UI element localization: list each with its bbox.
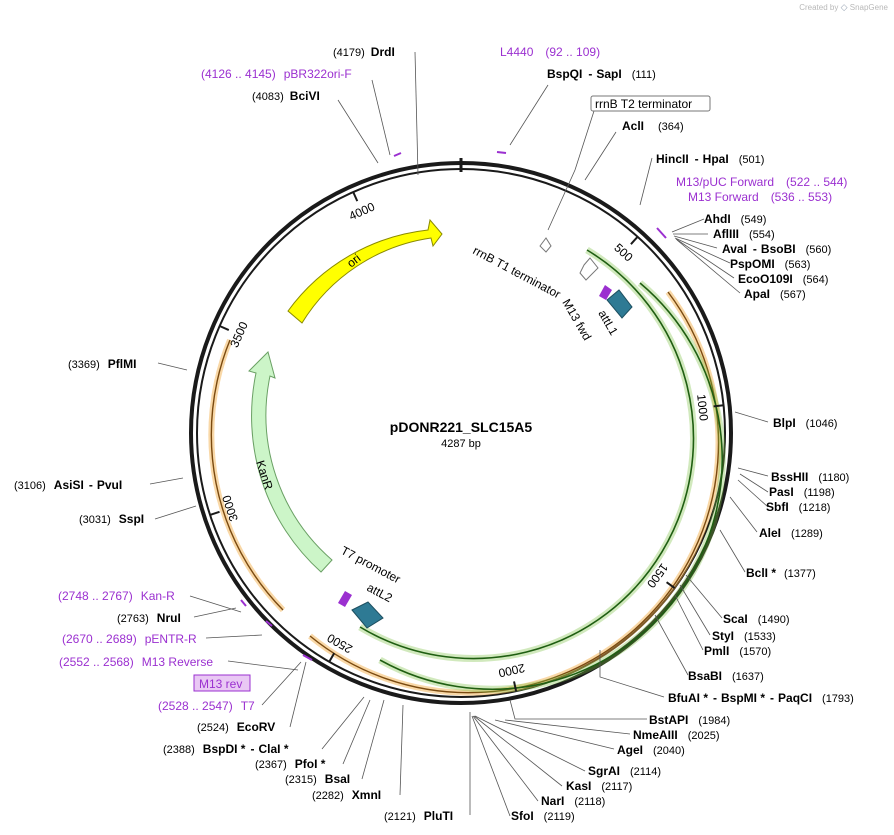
enzyme-afliii: AflIII(554) — [713, 227, 775, 241]
enzyme-sfoi: SfoI(2119) — [511, 809, 575, 823]
enzyme-pspomi: PspOMI(563) — [730, 257, 810, 271]
scale-tick-mark — [630, 236, 639, 245]
enzyme-bspqi-sapi: BspQI-SapI(111) — [547, 67, 656, 81]
enzyme-agei: AgeI(2040) — [617, 743, 685, 757]
enzyme-acli: AclI(364) — [622, 119, 684, 133]
rrnb-t1-arrow — [579, 257, 599, 281]
enzyme-apai: ApaI(567) — [744, 287, 806, 301]
ori-arrow — [287, 218, 443, 324]
enzyme-bfuai-bspmi-paqci: BfuAI *-BspMI *-PaqCI(1793) — [668, 691, 854, 705]
primer-pbr322ori-f: (4126 .. 4145)pBR322ori-F — [201, 67, 352, 81]
primer-pentr-r: (2670 .. 2689)pENTR-R — [62, 632, 197, 646]
enzyme-sspi: (3031)SspI — [79, 512, 144, 526]
scale-tick-label: 2000 — [497, 661, 526, 680]
enzyme-pmli: PmlI(1570) — [704, 644, 771, 658]
enzyme-bstapi: BstAPI(1984) — [649, 713, 730, 727]
orange-feature-left-line — [210, 339, 284, 611]
m13-fwd-mark — [599, 285, 612, 300]
scale-tick-mark — [352, 191, 359, 202]
t7-promoter-mark — [338, 591, 352, 607]
scale-tick-label: 3500 — [227, 319, 251, 349]
green-feature-inner-line — [359, 249, 695, 660]
enzyme-nari: NarI(2118) — [541, 794, 605, 808]
rrnb-t2-box: rrnB T2 terminator — [590, 95, 711, 112]
enzyme-bsai: (2315)BsaI — [285, 772, 350, 786]
primer-m13-forward: M13 Forward(536 .. 553) — [688, 190, 832, 204]
enzyme-hincii-hpai: HincII-HpaI(501) — [656, 152, 764, 166]
primer-m13-puc-forward: M13/pUC Forward(522 .. 544) — [676, 175, 847, 189]
scale-tick-mark — [209, 510, 220, 516]
enzyme-pluti: (2121)PluTI — [384, 809, 453, 823]
rrnb-t2-label: rrnB T2 terminator — [595, 97, 692, 111]
enzyme-asisi-pvui: (3106)AsiSI-PvuI — [14, 478, 122, 492]
primer-l4440: L4440(92 .. 109) — [500, 45, 600, 59]
enzyme-labels: (4179)DrdI (4083)BciVI BspQI-SapI(111) A… — [14, 45, 854, 823]
scale-tick-mark — [666, 581, 676, 589]
enzyme-blpi: BlpI(1046) — [773, 416, 837, 430]
enzyme-drdi: (4179)DrdI — [333, 45, 395, 59]
enzyme-kasi: KasI(2117) — [566, 779, 632, 793]
enzyme-alei: AleI(1289) — [759, 526, 823, 540]
snapgene-credit: Created by ◇ SnapGene — [799, 2, 888, 13]
leader-lines — [149, 51, 769, 817]
primer-marks — [240, 151, 667, 661]
scale-tick-mark — [513, 681, 518, 692]
enzyme-ecorv: (2524)EcoRV — [197, 720, 275, 734]
enzyme-sbfi: SbfI(1218) — [766, 500, 830, 514]
enzyme-sgrai: SgrAI(2114) — [588, 764, 661, 778]
scale-tick-label: 1000 — [694, 393, 711, 421]
green-feature-outer-line — [379, 282, 723, 690]
kanr-arrow — [248, 351, 333, 573]
enzyme-ahdi: AhdI(549) — [704, 212, 766, 226]
scale-tick-mark — [219, 325, 230, 331]
enzyme-ecoo109i: EcoO109I(564) — [738, 272, 828, 286]
scale-tick-mark — [713, 404, 724, 408]
enzyme-nrui: (2763)NruI — [117, 611, 181, 625]
attl2-label: attL2 — [365, 580, 395, 605]
attl2-arrow — [351, 601, 384, 629]
attl1-arrow — [606, 289, 633, 319]
green-feature-inner — [358, 247, 697, 662]
primer-m13-rev-box: M13 rev — [193, 674, 251, 692]
rrnb-t1-label: rrnB T1 terminator — [471, 243, 563, 301]
enzyme-nmeaiii: NmeAIII(2025) — [633, 728, 719, 742]
enzyme-pflmi: (3369)PflMI — [68, 357, 136, 371]
credit-brand: SnapGene — [849, 3, 888, 12]
enzyme-bspdi-clai: (2388)BspDI *-ClaI * — [163, 742, 289, 756]
credit-prefix: Created by — [799, 3, 839, 12]
enzyme-bcli: BclI *(1377) — [746, 566, 816, 580]
snapgene-logo-icon: ◇ — [840, 2, 848, 12]
m13-fwd-label: M13 fwd — [559, 297, 594, 343]
enzyme-avai-bsobi: AvaI-BsoBI(560) — [722, 242, 831, 256]
primer-labels: (4126 .. 4145)pBR322ori-F L4440(92 .. 10… — [58, 45, 847, 713]
primer-m13-rev: M13 rev — [199, 677, 242, 691]
enzyme-bcivi: (4083)BciVI — [252, 89, 320, 103]
enzyme-styi: StyI(1533) — [712, 629, 776, 643]
rrnb-t2-arrow — [539, 237, 552, 253]
enzyme-pfoi: (2367)PfoI * — [255, 757, 326, 771]
enzyme-xmni: (2282)XmnI — [312, 788, 381, 802]
enzyme-bsabi: BsaBI(1637) — [688, 669, 764, 683]
scale-tick-label: 4000 — [347, 199, 377, 223]
enzyme-scai: ScaI(1490) — [723, 612, 789, 626]
enzyme-bsshii: BssHII(1180) — [771, 470, 849, 484]
plasmid-name: pDONR221_SLC15A5 — [390, 419, 533, 435]
primer-kan-r: (2748 .. 2767)Kan-R — [58, 589, 175, 603]
plasmid-size: 4287 bp — [441, 438, 481, 450]
scale-tick-label: 3000 — [219, 493, 241, 523]
orange-feature-right-line — [309, 291, 720, 694]
enzyme-pasi: PasI(1198) — [769, 485, 835, 499]
primer-t7: (2528 .. 2547)T7 — [158, 699, 255, 713]
primer-m13-reverse: (2552 .. 2568)M13 Reverse — [59, 655, 213, 669]
scale-tick-mark — [328, 652, 336, 663]
